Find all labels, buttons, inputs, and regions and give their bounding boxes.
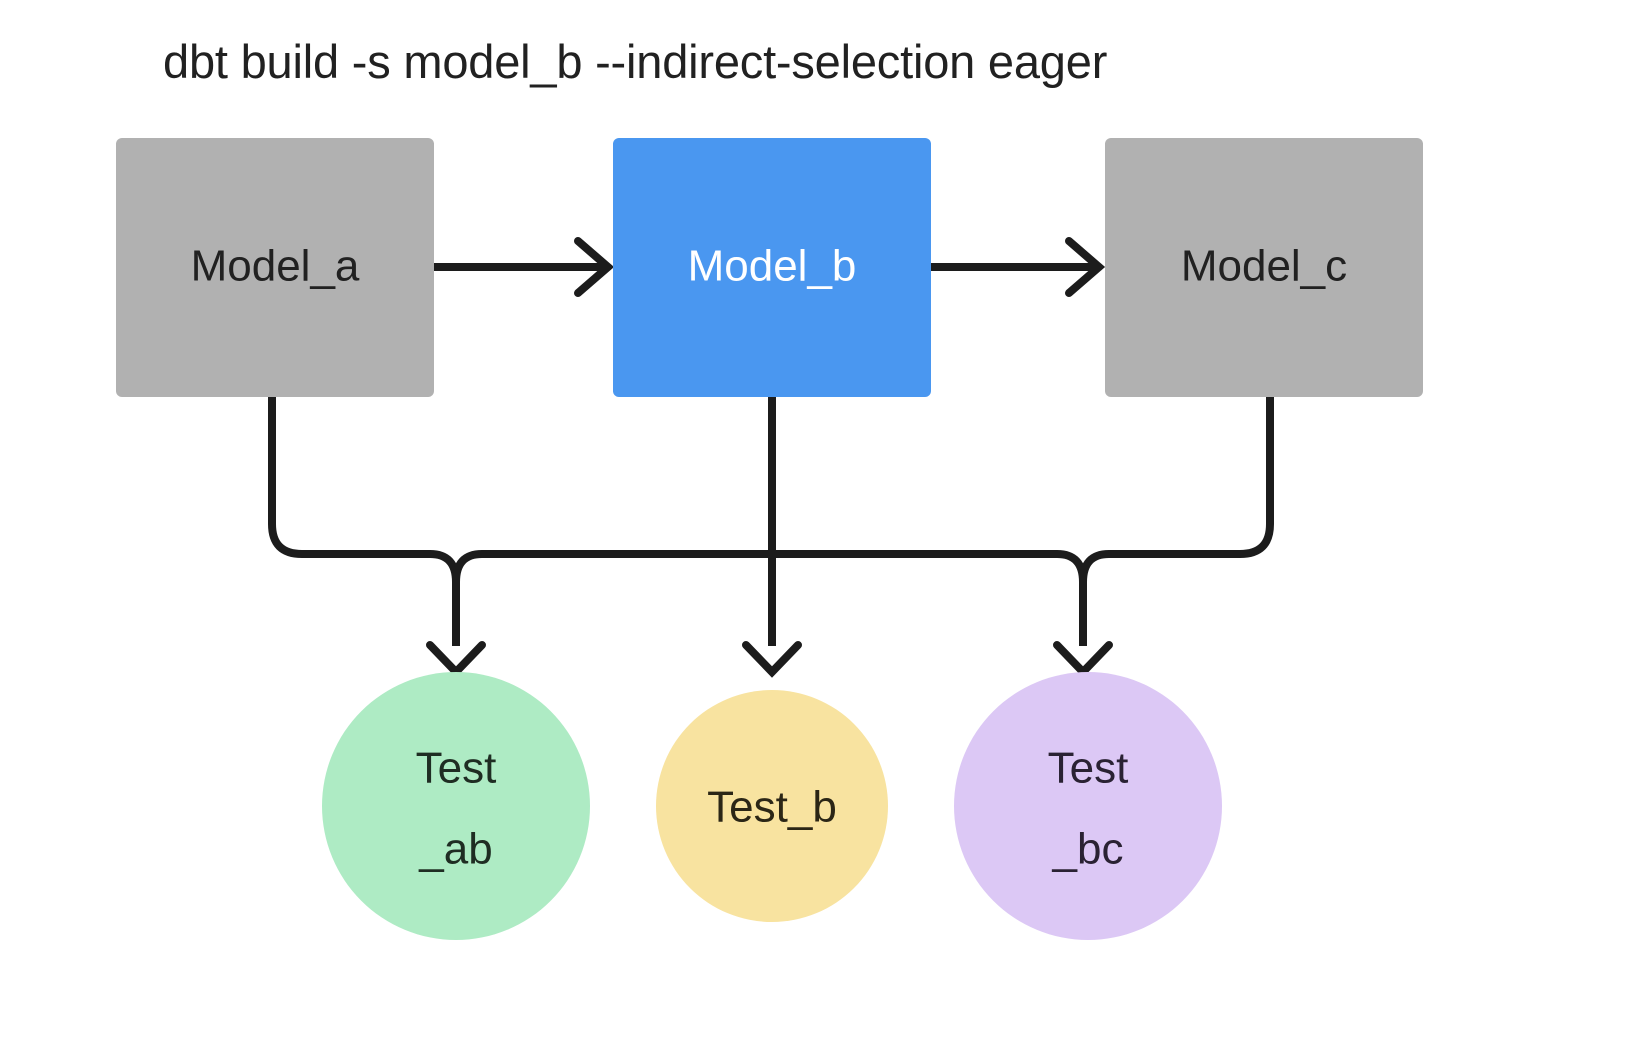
test-ab-label-line2: _ab — [418, 825, 492, 874]
node-test-ab[interactable]: Test _ab — [322, 672, 590, 940]
model-b-label: Model_b — [688, 242, 857, 291]
page-title: dbt build -s model_b --indirect-selectio… — [163, 35, 1107, 88]
model-c-box[interactable] — [1105, 138, 1423, 397]
test-bc-label-line2: _bc — [1052, 825, 1124, 874]
arrow-into-test-bc — [1053, 641, 1113, 678]
test-b-circle[interactable] — [656, 690, 888, 922]
node-model-c[interactable]: Model_c — [1105, 138, 1423, 397]
test-b-label: Test_b — [707, 783, 837, 832]
edge-model-a-to-model-b — [434, 237, 615, 297]
node-model-b[interactable]: Model_b — [613, 138, 931, 397]
test-ab-circle[interactable] — [322, 672, 590, 940]
edge-model-c-to-test-bc — [1079, 397, 1274, 646]
model-a-box[interactable] — [116, 138, 434, 397]
test-bc-circle[interactable] — [954, 672, 1222, 940]
test-ab-label-line1: Test — [416, 744, 497, 793]
edge-model-b-to-test-ab — [452, 550, 772, 583]
node-model-a[interactable]: Model_a — [116, 138, 434, 397]
model-c-label: Model_c — [1181, 242, 1347, 291]
edge-model-b-to-test-bc — [772, 550, 1087, 583]
edge-model-b-to-model-c — [931, 237, 1106, 297]
node-test-b[interactable]: Test_b — [656, 690, 888, 922]
arrow-into-test-b — [742, 641, 802, 678]
model-a-label: Model_a — [191, 242, 360, 291]
arrow-into-test-ab — [426, 641, 486, 678]
node-test-bc[interactable]: Test _bc — [954, 672, 1222, 940]
model-b-box[interactable] — [613, 138, 931, 397]
edge-model-a-to-test-ab — [268, 397, 460, 646]
test-bc-label-line1: Test — [1048, 744, 1129, 793]
